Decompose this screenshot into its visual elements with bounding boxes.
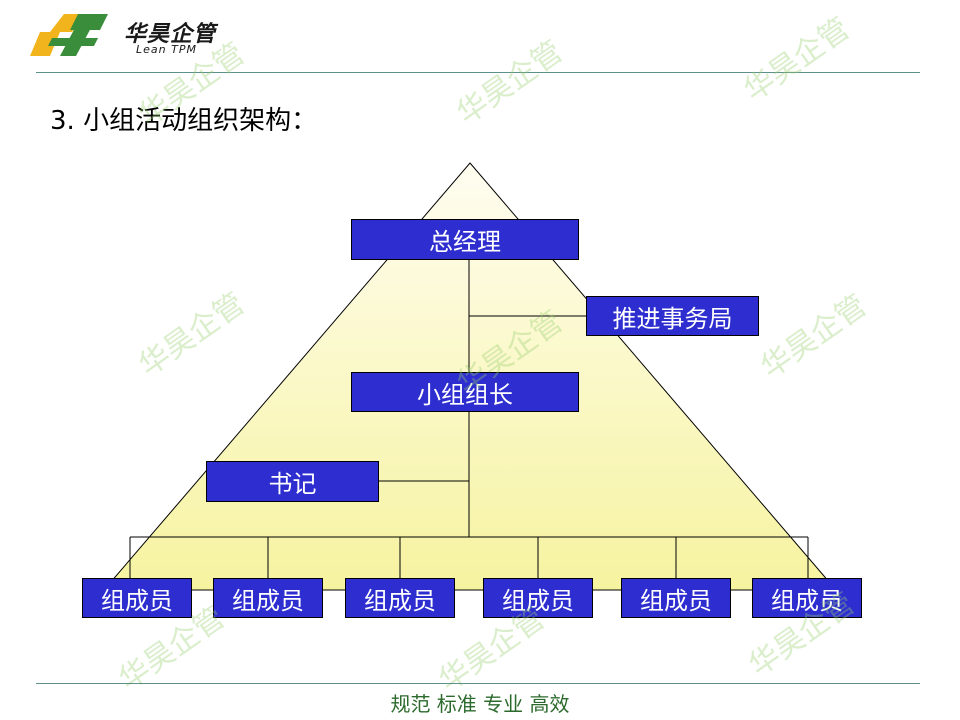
box-member-3: 组成员 xyxy=(345,578,455,618)
connector-lines xyxy=(129,260,809,578)
box-member-5: 组成员 xyxy=(621,578,731,618)
footer-slogan: 规范 标准 专业 高效 xyxy=(390,692,570,716)
logo-name-en: Lean TPM xyxy=(136,43,197,56)
logo-name-cn: 华昊企管 xyxy=(124,22,217,47)
box-team-leader: 小组组长 xyxy=(351,372,579,412)
box-general-manager: 总经理 xyxy=(351,219,579,260)
logo-mark-icon xyxy=(30,14,108,56)
page-title: 3. 小组活动组织架构： xyxy=(50,106,318,136)
box-member-4: 组成员 xyxy=(483,578,593,618)
logo: 华昊企管 Lean TPM xyxy=(30,12,220,60)
footer-divider xyxy=(36,683,920,684)
box-member-6: 组成员 xyxy=(752,578,862,618)
box-secretary: 书记 xyxy=(206,461,379,502)
header-divider xyxy=(36,72,920,73)
box-member-1: 组成员 xyxy=(82,578,192,618)
box-promotion-office: 推进事务局 xyxy=(586,296,759,336)
box-member-2: 组成员 xyxy=(213,578,323,618)
